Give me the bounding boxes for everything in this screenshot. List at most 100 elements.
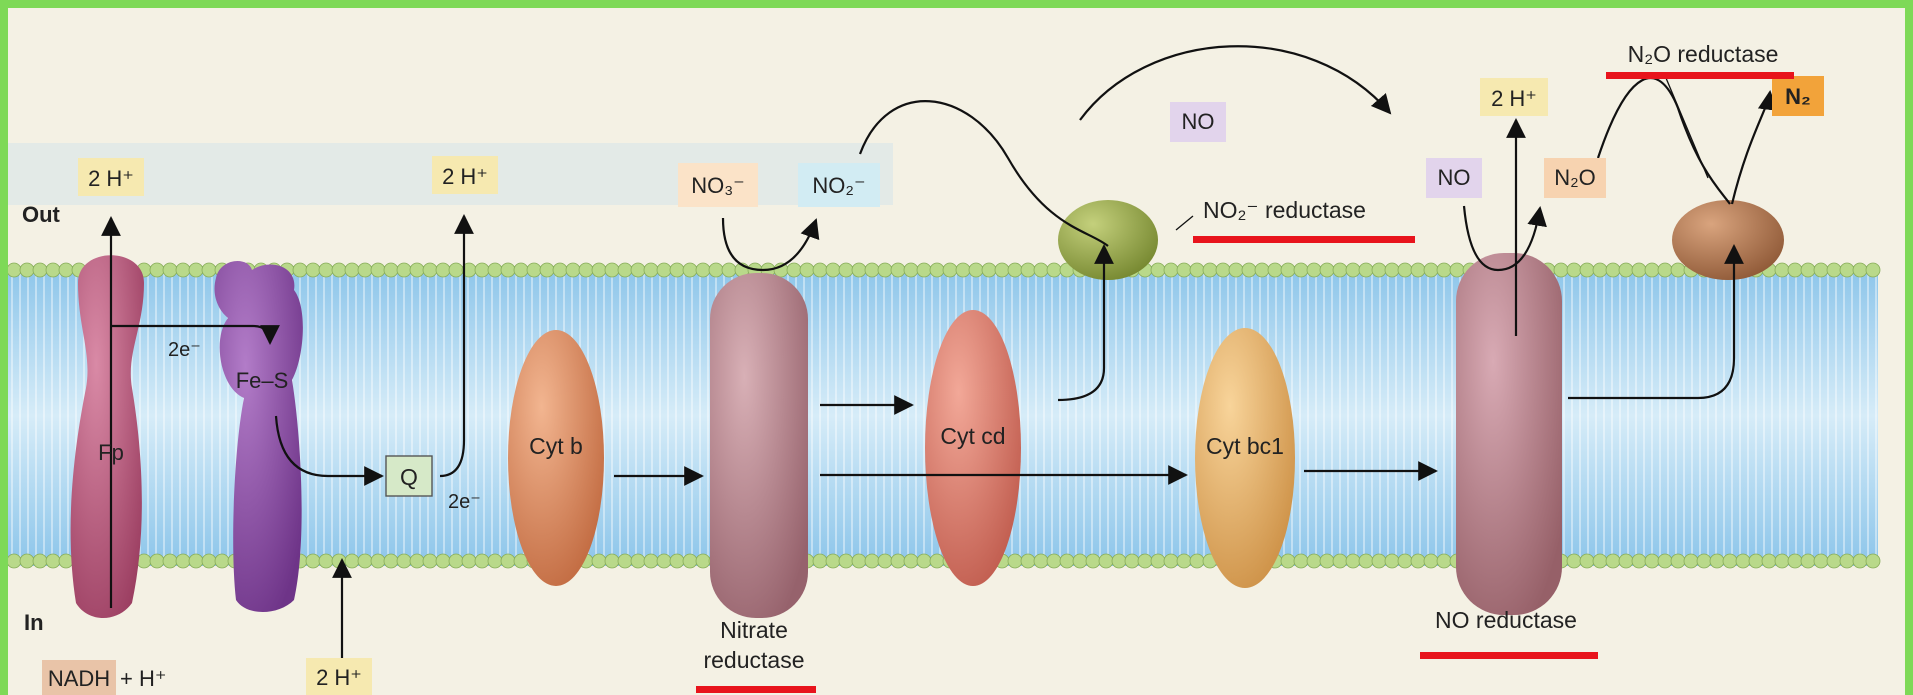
nitrate-reduction-arrow bbox=[723, 218, 816, 270]
no-reductase-label: NO reductase bbox=[1435, 607, 1577, 633]
lipid-head bbox=[1619, 554, 1633, 568]
nitrate-reductase-label-line1: Nitrate bbox=[720, 617, 788, 643]
lipid-head bbox=[1671, 554, 1685, 568]
lipid-head bbox=[1190, 263, 1204, 277]
lipid-head bbox=[865, 263, 879, 277]
lipid-head bbox=[1099, 554, 1113, 568]
lipid-head bbox=[1593, 263, 1607, 277]
lipid-head bbox=[839, 554, 853, 568]
lipid-head bbox=[202, 263, 216, 277]
lipid-head bbox=[423, 554, 437, 568]
lipid-head bbox=[1567, 554, 1581, 568]
nitrate-reductase-underline bbox=[696, 686, 816, 693]
lipid-head bbox=[1125, 554, 1139, 568]
lipid-head bbox=[1112, 554, 1126, 568]
lipid-head bbox=[345, 554, 359, 568]
lipid-head bbox=[46, 554, 60, 568]
lipid-head bbox=[1697, 554, 1711, 568]
lipid-head bbox=[1775, 554, 1789, 568]
lipid-head bbox=[1736, 554, 1750, 568]
lipid-head bbox=[150, 263, 164, 277]
lipid-head bbox=[1450, 263, 1464, 277]
lipid-head bbox=[384, 263, 398, 277]
lipid-head bbox=[501, 554, 515, 568]
lipid-head bbox=[1606, 263, 1620, 277]
lipid-head bbox=[59, 263, 73, 277]
lipid-head bbox=[1554, 263, 1568, 277]
lipid-head bbox=[787, 263, 801, 277]
no-label-top: NO bbox=[1182, 109, 1215, 134]
lipid-head bbox=[618, 554, 632, 568]
lipid-head bbox=[878, 554, 892, 568]
no-reductase-underline bbox=[1420, 652, 1598, 659]
lipid-head bbox=[657, 263, 671, 277]
lipid-head bbox=[410, 554, 424, 568]
lipid-head bbox=[1632, 263, 1646, 277]
lipid-head bbox=[1710, 554, 1724, 568]
lipid-head bbox=[306, 263, 320, 277]
lipid-head bbox=[1424, 554, 1438, 568]
lipid-head bbox=[475, 554, 489, 568]
lipid-head bbox=[1294, 554, 1308, 568]
lipid-head bbox=[1840, 554, 1854, 568]
lipid-head bbox=[345, 263, 359, 277]
lipid-head bbox=[33, 554, 47, 568]
lipid-head bbox=[189, 554, 203, 568]
lipid-head bbox=[1060, 554, 1074, 568]
lipid-head bbox=[8, 263, 21, 277]
lipid-head bbox=[1359, 554, 1373, 568]
lipid-head bbox=[670, 554, 684, 568]
lipid-head bbox=[904, 554, 918, 568]
lipid-head bbox=[943, 263, 957, 277]
cyt-b-label: Cyt b bbox=[529, 433, 583, 459]
lipid-head bbox=[1034, 554, 1048, 568]
lipid-head bbox=[319, 554, 333, 568]
lipid-head bbox=[579, 263, 593, 277]
lipid-head bbox=[20, 554, 34, 568]
lipid-head bbox=[995, 263, 1009, 277]
lipid-head bbox=[1398, 554, 1412, 568]
fp-label: Fp bbox=[98, 440, 124, 465]
lipid-head bbox=[163, 263, 177, 277]
lipid-head bbox=[1008, 554, 1022, 568]
lipid-head bbox=[1632, 554, 1646, 568]
proton-label-out-2: 2 H⁺ bbox=[442, 164, 488, 189]
lipid-head bbox=[865, 554, 879, 568]
lipid-head bbox=[1775, 263, 1789, 277]
denitrification-diagram: Out In Fp Fe–S Cyt b Cyt cd Cyt bc1 Q 2e… bbox=[8, 8, 1905, 695]
lipid-head bbox=[1008, 263, 1022, 277]
lipid-head bbox=[1359, 263, 1373, 277]
lipid-head bbox=[423, 263, 437, 277]
lipid-head bbox=[1788, 554, 1802, 568]
lipid-head bbox=[1580, 554, 1594, 568]
n2o-reductase-pointer bbox=[1666, 78, 1708, 178]
lipid-head bbox=[683, 263, 697, 277]
lipid-head bbox=[1190, 554, 1204, 568]
lipid-head bbox=[1593, 554, 1607, 568]
lipid-head bbox=[1229, 263, 1243, 277]
proton-label-in: 2 H⁺ bbox=[316, 665, 362, 690]
lipid-head bbox=[709, 263, 723, 277]
lipid-head bbox=[1177, 263, 1191, 277]
lipid-head bbox=[1580, 263, 1594, 277]
nadh-plus-h-label: + H⁺ bbox=[120, 666, 166, 691]
lipid-head bbox=[358, 263, 372, 277]
lipid-head bbox=[1203, 263, 1217, 277]
lipid-head bbox=[1398, 263, 1412, 277]
cyt-bc1-label: Cyt bc1 bbox=[1206, 433, 1284, 459]
lipid-head bbox=[189, 263, 203, 277]
lipid-head bbox=[852, 263, 866, 277]
lipid-head bbox=[878, 263, 892, 277]
n2-label: N₂ bbox=[1785, 84, 1811, 109]
n2o-reductase-underline bbox=[1606, 72, 1794, 79]
lipid-head bbox=[59, 554, 73, 568]
no-reductase-protein bbox=[1456, 253, 1562, 615]
lipid-head bbox=[1294, 263, 1308, 277]
lipid-head bbox=[904, 263, 918, 277]
proton-label-out-3: 2 H⁺ bbox=[1491, 86, 1537, 111]
lipid-head bbox=[1346, 263, 1360, 277]
lipid-head bbox=[592, 554, 606, 568]
lipid-head bbox=[488, 263, 502, 277]
lipid-head bbox=[956, 263, 970, 277]
lipid-head bbox=[917, 554, 931, 568]
